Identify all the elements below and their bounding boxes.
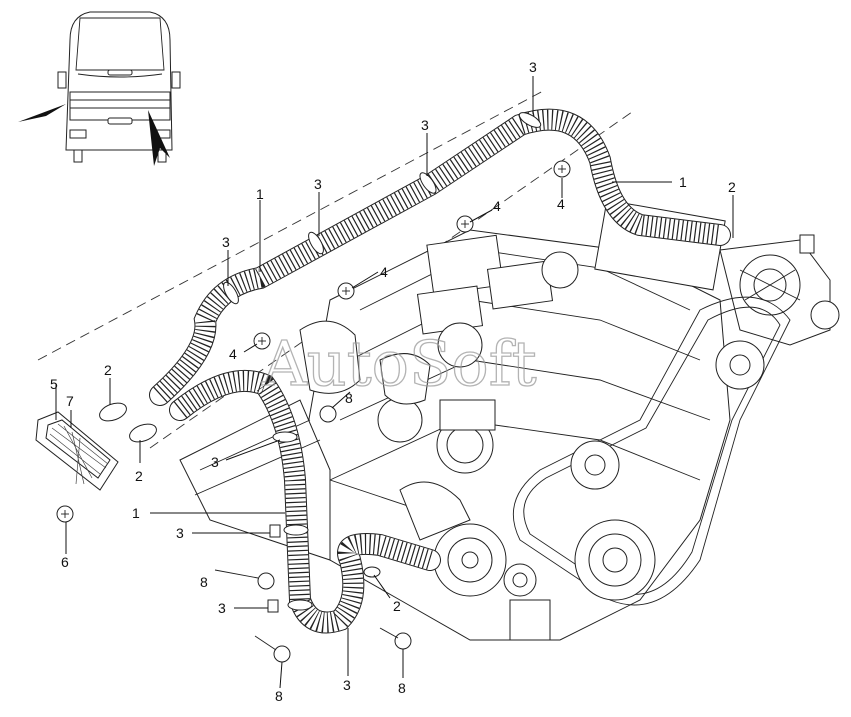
hose-clips — [99, 402, 381, 578]
callout-2-left-clip-upper: 2 — [104, 362, 112, 378]
fasteners — [56, 160, 571, 663]
callout-1-upper-hose: 1 — [256, 186, 264, 202]
callout-8-b: 8 — [200, 574, 208, 590]
callout-5: 5 — [50, 376, 58, 392]
callout-3-d: 3 — [529, 59, 537, 75]
view-arrow-down — [148, 110, 170, 166]
callout-4-a: 4 — [229, 346, 237, 362]
callout-4-c: 4 — [493, 198, 501, 214]
callout-4-b: 4 — [380, 264, 388, 280]
belt-drive — [399, 296, 840, 641]
callout-2-left-clip-lower: 2 — [135, 468, 143, 484]
bus-thumbnail — [57, 11, 181, 163]
callout-1-lower-hose: 1 — [132, 505, 140, 521]
callout-labels: 1 1 1 2 2 2 2 3 3 3 3 3 3 3 3 4 4 4 4 5 … — [50, 59, 736, 704]
callout-2-lower-clip: 2 — [393, 598, 401, 614]
hose-clamps — [223, 112, 542, 613]
callout-3-f: 3 — [176, 525, 184, 541]
callout-6: 6 — [61, 554, 69, 570]
callout-1-right-hose: 1 — [679, 174, 687, 190]
callout-3-g: 3 — [218, 600, 226, 616]
callout-8-d: 8 — [398, 680, 406, 696]
callout-3-c: 3 — [421, 117, 429, 133]
hose-upper — [149, 108, 731, 406]
callout-8-a: 8 — [345, 390, 353, 406]
callout-8-c: 8 — [275, 688, 283, 704]
callout-2-alternator-clip: 2 — [728, 179, 736, 195]
callout-3-a: 3 — [222, 234, 230, 250]
callout-4-d: 4 — [557, 196, 565, 212]
watermark: AutoSoft — [261, 327, 537, 400]
callout-3-b: 3 — [314, 176, 322, 192]
alternator — [719, 234, 831, 346]
callout-7: 7 — [66, 393, 74, 409]
air-grille — [35, 411, 119, 491]
callout-3-h: 3 — [343, 677, 351, 693]
hose-lower — [169, 369, 441, 634]
view-arrow-left — [18, 104, 66, 122]
leader-lines — [55, 76, 734, 689]
callout-3-e: 3 — [211, 454, 219, 470]
